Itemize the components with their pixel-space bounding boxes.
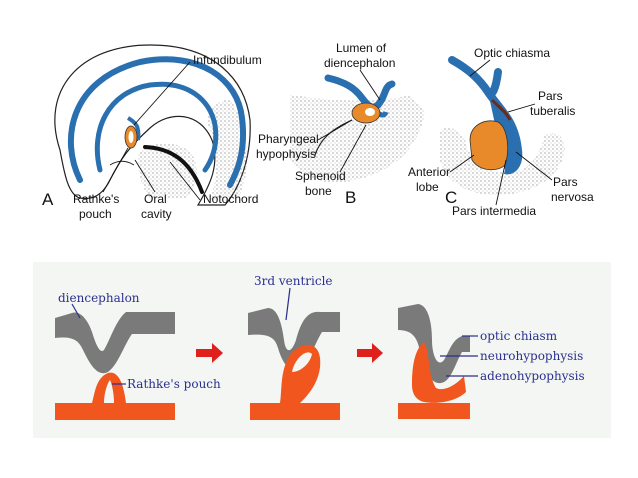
notochord-label: Notochord bbox=[203, 192, 258, 206]
top-figure: Infundibulum A Rathke's pouch Oral cavit… bbox=[42, 41, 594, 221]
oral-cavity-label-line2: cavity bbox=[141, 207, 172, 221]
progression-arrow-1 bbox=[196, 343, 223, 363]
hypophysis-lumen-b bbox=[365, 108, 375, 116]
lumen-label-line1: Lumen of bbox=[336, 41, 387, 55]
infundibulum-shape bbox=[126, 116, 141, 141]
third-ventricle-label: 3rd ventricle bbox=[254, 274, 333, 288]
stage-3: optic chiasm neurohypophysis adenohypoph… bbox=[398, 304, 585, 419]
oral-cavity-outline bbox=[109, 160, 135, 166]
diencephalon-leader bbox=[71, 303, 81, 319]
sphenoid-leader bbox=[339, 124, 367, 173]
stage3-diencephalon-gray bbox=[398, 304, 470, 384]
stage3-orange-base bbox=[398, 403, 470, 419]
sphenoid-label-line2: bone bbox=[305, 184, 332, 198]
stage2-pouch-orange bbox=[250, 344, 340, 420]
pars-tuberalis-label-line2: tuberalis bbox=[530, 104, 575, 118]
panel-b: Lumen of diencephalon Pharyngeal hypophy… bbox=[256, 41, 425, 207]
optic-chiasma-leader bbox=[469, 59, 491, 77]
anterior-lobe-leader bbox=[449, 154, 475, 173]
pharyngeal-label-line1: Pharyngeal bbox=[258, 132, 319, 146]
stage-2: 3rd ventricle bbox=[248, 274, 340, 420]
sella-stipple bbox=[440, 128, 565, 195]
pharyngeal-label-line2: hypophysis bbox=[256, 147, 316, 161]
neural-tube-blue bbox=[67, 56, 247, 188]
mesenchyme-stipple-lower bbox=[138, 143, 197, 198]
stage1-pouch-lumen bbox=[104, 380, 114, 403]
stage2-diencephalon-gray bbox=[248, 308, 340, 372]
pharyngeal-leader bbox=[317, 119, 353, 141]
stage2-pouch-lumen bbox=[292, 352, 312, 372]
rathkes-pouch-lumen bbox=[128, 131, 134, 143]
optic-chiasm-label: optic chiasm bbox=[480, 329, 558, 343]
panel-c-letter: C bbox=[445, 188, 457, 207]
infundibulum-label: Infundibulum bbox=[193, 53, 262, 67]
stage1-diencephalon-gray bbox=[55, 312, 175, 374]
optic-chiasma-blue bbox=[448, 56, 502, 98]
sphenoid-label-line1: Sphenoid bbox=[295, 169, 346, 183]
pars-tuberalis-leader bbox=[507, 103, 536, 113]
diencephalon-label: diencephalon bbox=[58, 291, 140, 305]
notochord-shape bbox=[143, 145, 204, 194]
rathkes-pouch-leader bbox=[102, 147, 129, 193]
third-ventricle-leader bbox=[285, 287, 291, 321]
adenohypophysis-label: adenohypophysis bbox=[480, 369, 585, 383]
panel-a-letter: A bbox=[42, 190, 54, 209]
sphenoid-bone-stipple bbox=[290, 95, 425, 183]
pars-nervosa-label-line2: nervosa bbox=[551, 190, 594, 204]
oral-cavity-label-line1: Oral bbox=[144, 192, 167, 206]
stage3-adenohypophysis-orange bbox=[412, 342, 466, 403]
notochord-leader bbox=[169, 161, 201, 201]
pars-nervosa-label-line1: Pars bbox=[553, 175, 578, 189]
neural-tube-inner bbox=[94, 81, 219, 173]
pars-tuberalis-shape bbox=[490, 98, 512, 121]
panel-b-letter: B bbox=[345, 188, 356, 207]
bottom-figure: diencephalon Rathke's pouch 3rd ventricl… bbox=[33, 262, 611, 438]
pars-nervosa-leader bbox=[515, 151, 553, 181]
oral-cavity-leader bbox=[134, 159, 156, 193]
pars-intermedia-label: Pars intermedia bbox=[452, 204, 536, 218]
panel-a: Infundibulum A Rathke's pouch Oral cavit… bbox=[42, 44, 262, 221]
neurohypophysis-label: neurohypophysis bbox=[480, 349, 583, 363]
rathkes-pouch-label-line2: pouch bbox=[79, 207, 112, 221]
stage-1: diencephalon Rathke's pouch bbox=[55, 291, 221, 420]
rathkes-pouch-label-line1: Rathke's bbox=[73, 192, 119, 206]
progression-arrow-2 bbox=[357, 343, 383, 363]
infundibulum-leader bbox=[133, 61, 191, 126]
pars-tuberalis-label-line1: Pars bbox=[538, 89, 563, 103]
lumen-leader bbox=[359, 69, 381, 101]
optic-chiasma-label: Optic chiasma bbox=[474, 46, 550, 60]
panel-c: Optic chiasma Pars tuberalis Anterior lo… bbox=[408, 46, 594, 218]
rathkes-pouch-bottom-label: Rathke's pouch bbox=[127, 377, 221, 391]
pars-intermedia-leader bbox=[495, 159, 507, 206]
anterior-lobe-shape bbox=[469, 120, 509, 171]
anterior-lobe-label-line1: Anterior bbox=[408, 165, 450, 179]
lumen-label-line2: diencephalon bbox=[324, 56, 395, 70]
embryo-head-outline bbox=[54, 44, 251, 206]
anterior-lobe-label-line2: lobe bbox=[416, 180, 439, 194]
stage1-rathkes-pouch-orange bbox=[55, 372, 175, 420]
